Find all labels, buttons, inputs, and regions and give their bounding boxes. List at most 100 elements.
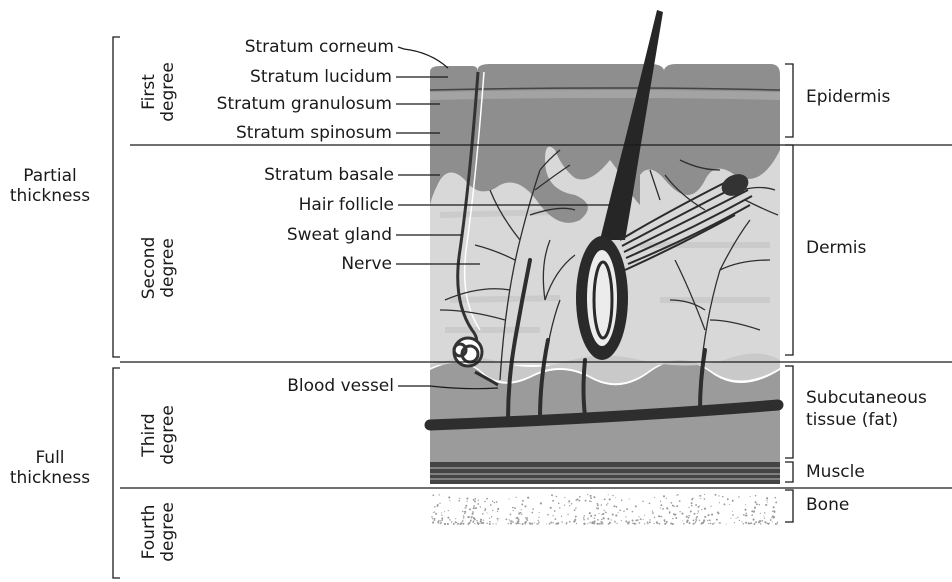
bone-stipple-dot xyxy=(621,500,623,502)
bone-stipple-dot xyxy=(742,521,743,522)
bone-stipple-dot xyxy=(745,522,747,524)
bone-stipple-dot xyxy=(525,517,527,519)
bone-stipple-dot xyxy=(732,500,734,502)
bone-stipple-dot xyxy=(526,519,528,521)
bone-stipple-dot xyxy=(658,515,660,517)
bone-stipple-dot xyxy=(463,516,464,517)
bone-stipple-dot xyxy=(722,496,723,497)
label-first-degree: First degree xyxy=(140,42,180,142)
bone-stipple-dot xyxy=(467,516,469,518)
bone-stipple-dot xyxy=(699,520,700,521)
bone-stipple-dot xyxy=(777,523,778,524)
bone-stipple-dot xyxy=(437,504,439,506)
bone-stipple-dot xyxy=(676,505,678,507)
bone-stipple-dot xyxy=(437,521,439,523)
bone-stipple-dot xyxy=(583,523,585,525)
bone-stipple-dot xyxy=(632,511,634,513)
bone-stipple-dot xyxy=(660,504,662,506)
bone-stipple-dot xyxy=(449,500,450,501)
bone-stipple-dot xyxy=(451,521,453,523)
bone-stipple-dot xyxy=(477,503,479,505)
bone-stipple-dot xyxy=(647,521,649,523)
bone-stipple-dot xyxy=(602,523,603,524)
bone-stipple-dot xyxy=(695,521,696,522)
bone-stipple-dot xyxy=(759,504,761,506)
bone-stipple-dot xyxy=(538,523,539,524)
bone-stipple-dot xyxy=(520,512,521,513)
bone-stipple-dot xyxy=(466,500,467,501)
bone-stipple-dot xyxy=(518,512,520,514)
bone-stipple-dot xyxy=(743,523,744,524)
bone-stipple-dot xyxy=(551,494,553,496)
bone-stipple-dot xyxy=(432,518,433,519)
bone-stipple-dot xyxy=(727,498,729,500)
bone-stipple-dot xyxy=(725,523,726,524)
bone-stipple-dot xyxy=(557,522,559,524)
bone-stipple-dot xyxy=(720,522,721,523)
bone-stipple-dot xyxy=(654,523,655,524)
bone-stipple-dot xyxy=(673,513,675,515)
bone-stipple-dot xyxy=(472,513,474,515)
tissue-brackets xyxy=(785,64,793,522)
bone-stipple-dot xyxy=(739,520,740,521)
bone-stipple-dot xyxy=(700,498,701,499)
bone-stipple-dot xyxy=(715,494,717,496)
bone-stipple-dot xyxy=(729,504,730,505)
bone-stipple-dot xyxy=(538,517,539,518)
bone-stipple-dot xyxy=(618,512,619,513)
bone-stipple-dot xyxy=(509,520,510,521)
bone-stipple-dot xyxy=(505,518,507,520)
bone-stipple-dot xyxy=(639,516,640,517)
bone-stipple-dot xyxy=(698,510,699,511)
bone-stipple-dot xyxy=(611,519,612,520)
bone-stipple-dot xyxy=(640,518,642,520)
bone-stipple-dot xyxy=(493,523,494,524)
bone-stipple-dot xyxy=(625,520,627,522)
bone-stipple-dot xyxy=(464,513,465,514)
bone-stipple-dot xyxy=(612,513,613,514)
bone-stipple-dot xyxy=(760,523,761,524)
bone-stipple-dot xyxy=(539,512,540,513)
bone-stipple-dot xyxy=(481,521,483,523)
label-full-thickness: Full thickness xyxy=(0,448,100,488)
bone-stipple-dot xyxy=(512,507,513,508)
bone-stipple-dot xyxy=(647,523,648,524)
bone-stipple-dot xyxy=(497,511,498,512)
bone-stipple-dot xyxy=(495,523,496,524)
label-partial-thickness: Partial thickness xyxy=(0,166,100,206)
bone-stipple-dot xyxy=(584,515,585,516)
bone-stipple-dot xyxy=(773,506,775,508)
bone-stipple-dot xyxy=(486,498,488,500)
bone-stipple-dot xyxy=(480,506,481,507)
bone-stipple-dot xyxy=(484,508,486,510)
bone-stipple-dot xyxy=(590,495,592,497)
bone-stipple-dot xyxy=(591,501,592,502)
bone-stipple-dot xyxy=(774,497,776,499)
bone-stipple-dot xyxy=(672,523,674,525)
bone-stipple-dot xyxy=(477,522,479,524)
bone-stipple-dot xyxy=(549,523,551,525)
bone-stipple-dot xyxy=(599,523,601,525)
bone-stipple-dot xyxy=(491,516,493,518)
bone-stipple-dot xyxy=(531,523,533,525)
bone-stipple-dot xyxy=(472,511,474,513)
bone-stipple-dot xyxy=(649,519,650,520)
bone-stipple-dot xyxy=(644,523,645,524)
fourth-degree-line2: degree xyxy=(159,482,178,582)
bone-stipple-dot xyxy=(484,501,486,503)
bone-stipple-dot xyxy=(497,520,498,521)
partial-thickness-line1: Partial xyxy=(0,166,100,186)
bone-stipple-dot xyxy=(676,495,677,496)
bone-stipple-dot xyxy=(616,523,617,524)
bone-stipple-dot xyxy=(719,502,720,503)
bone-stipple-dot xyxy=(474,518,476,520)
bone-stipple-dot xyxy=(649,521,651,523)
bone-stipple-dot xyxy=(590,522,591,523)
bone-stipple-dot xyxy=(579,496,581,498)
label-stratum-lucidum: Stratum lucidum xyxy=(250,67,392,87)
label-hair-follicle: Hair follicle xyxy=(299,195,394,215)
bone-stipple-dot xyxy=(679,511,680,512)
bone-stipple-dot xyxy=(550,507,552,509)
bone-stipple-dot xyxy=(538,520,539,521)
